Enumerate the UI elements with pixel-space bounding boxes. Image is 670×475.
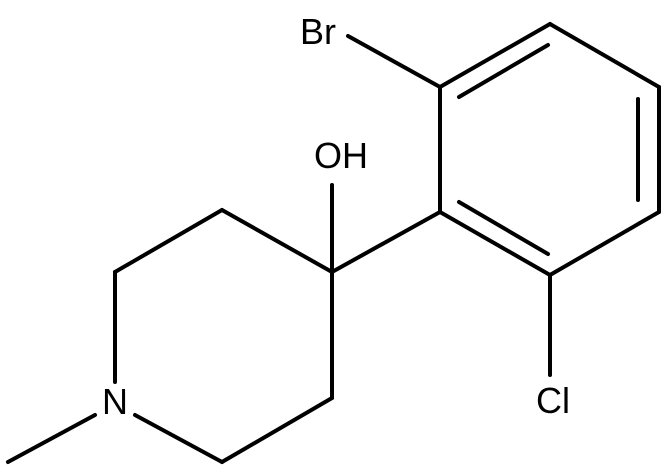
ring-substituent-bonds: [330, 34, 552, 377]
benzene-ring: [438, 22, 661, 277]
bond-c6pip-c5pip: [220, 396, 334, 464]
bond-n-methyl: [6, 413, 97, 464]
bond-c5-c6: [438, 210, 552, 277]
nitrogen-label: N: [102, 381, 128, 422]
bromine-label: Br: [300, 11, 336, 52]
hydroxyl-label: OH: [314, 135, 368, 176]
chlorine-label: Cl: [536, 380, 570, 421]
bond-c3pip-c2pip: [113, 208, 224, 274]
piperidine-ring: [113, 208, 334, 464]
bond-c4pip-c3pip: [220, 208, 334, 274]
bond-c1-c2-inner: [457, 43, 550, 99]
bond-c1-br: [346, 34, 442, 89]
bond-n-c6pip: [133, 413, 224, 464]
bond-c1-c2: [438, 22, 552, 89]
other-bonds: [6, 183, 334, 464]
bond-c5-c6-inner: [457, 200, 550, 256]
bond-c2-c3: [548, 22, 661, 89]
bond-c6-c4pip: [330, 210, 442, 274]
bond-c4-c5: [548, 210, 661, 277]
